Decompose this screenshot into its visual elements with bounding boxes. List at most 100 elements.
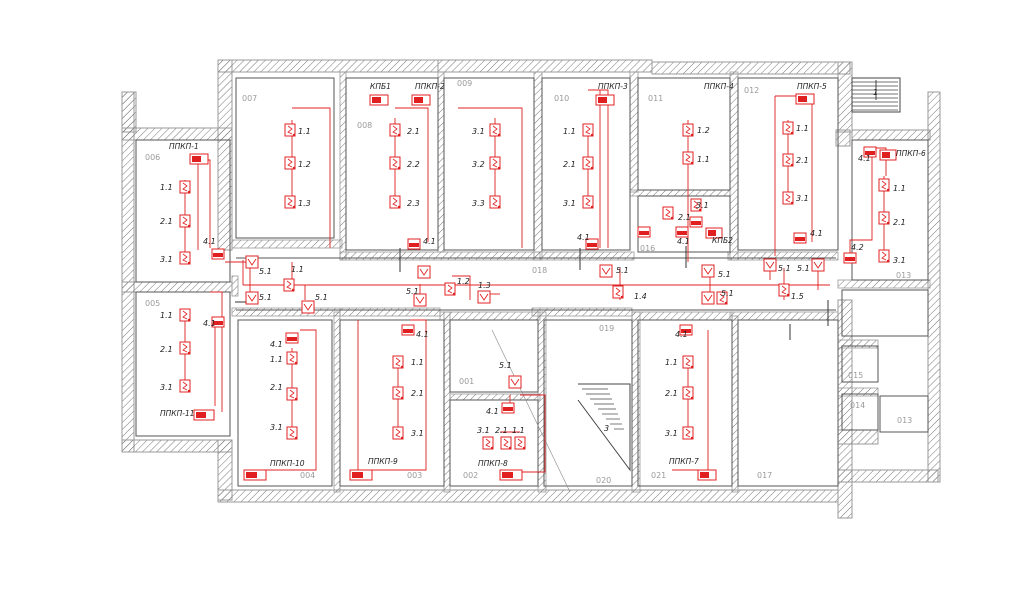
device-label: 3.1 — [411, 429, 424, 438]
sounder-fill — [639, 231, 649, 235]
alarm-wire — [849, 155, 873, 262]
smoke-detector-icon — [612, 285, 624, 299]
room-label: 015 — [848, 371, 863, 380]
room-label: 003 — [407, 471, 422, 480]
control-panel-icon — [595, 94, 615, 106]
detector-dot — [400, 436, 404, 440]
detector-body — [878, 211, 890, 225]
sounder-fill — [795, 237, 805, 241]
manual-call-point-icon — [508, 375, 522, 389]
device-label: 3.1 — [160, 383, 173, 392]
device-label: 2.1 — [665, 389, 678, 398]
device-label: 3.1 — [472, 127, 485, 136]
interior-lines — [135, 71, 931, 493]
detector-body — [662, 206, 674, 220]
room-outline — [443, 77, 535, 251]
device-label: 1.1 — [298, 127, 311, 136]
smoke-detector-icon — [286, 387, 298, 401]
manual-call-point-icon — [701, 291, 715, 305]
alarm-wire — [588, 89, 609, 248]
detector-body — [682, 426, 694, 440]
detector-body — [782, 121, 794, 135]
device-label: 3.3 — [472, 199, 485, 208]
mcp-mark — [703, 267, 713, 275]
partition — [333, 311, 341, 493]
mcp-mark — [765, 261, 775, 269]
device-label: 4.1 — [577, 233, 590, 242]
smoke-detector-icon — [682, 151, 694, 165]
device-label: 5.1 — [315, 293, 328, 302]
room-labels: 007 008 009 010 011 012 006 005 004 003 … — [145, 79, 912, 485]
room-label: 004 — [300, 471, 315, 480]
device-label: 3.1 — [665, 429, 678, 438]
device-label: 1.1 — [796, 124, 809, 133]
smoke-detector-icon — [283, 278, 295, 292]
smoke-detector-icon — [878, 249, 890, 263]
mcp-body — [245, 291, 259, 305]
detector-dot — [187, 190, 191, 194]
smoke-detector-icon — [392, 386, 404, 400]
control-panel-icon — [705, 227, 723, 239]
device-label: 4.1 — [810, 229, 823, 238]
room-outline — [449, 319, 539, 393]
partition — [837, 339, 879, 349]
detector-dot — [397, 133, 401, 137]
sounder-icon — [689, 216, 703, 228]
smoke-detector-icon — [878, 178, 890, 192]
sounder-icon — [211, 248, 225, 260]
room-label: 001 — [459, 377, 474, 386]
control-panels — [189, 93, 897, 481]
control-panel-icon — [193, 409, 215, 421]
room-outline — [449, 399, 539, 487]
room-label: 016 — [640, 244, 655, 253]
mcp-body — [301, 300, 315, 314]
panel-label: ППКП-8 — [478, 459, 508, 468]
panel-fill — [708, 230, 716, 236]
smoke-detector-icon — [389, 123, 401, 137]
room-outline — [737, 77, 839, 251]
room-label: 002 — [463, 471, 478, 480]
detector-zigzag — [685, 388, 691, 398]
control-panel-icon — [369, 94, 389, 106]
partition — [837, 387, 879, 397]
detector-dot — [522, 446, 526, 450]
detector-body — [514, 436, 526, 450]
detector-dot — [187, 351, 191, 355]
detector-zigzag — [665, 208, 671, 218]
device-label: 1.3 — [298, 199, 311, 208]
partition — [437, 71, 445, 253]
detector-zigzag — [492, 158, 498, 168]
smoke-detector-icon — [582, 195, 594, 209]
panel-fill — [700, 472, 709, 478]
room-outline — [345, 77, 439, 251]
detectors — [179, 121, 890, 450]
sounder-icon — [863, 146, 877, 158]
wall-segment — [651, 61, 851, 75]
detector-body — [878, 178, 890, 192]
wall-segment — [835, 129, 851, 147]
smoke-detector-icon — [489, 156, 501, 170]
partition — [231, 275, 239, 297]
detector-dot — [497, 205, 501, 209]
sounder-fill — [677, 231, 687, 235]
room-label: 009 — [457, 79, 472, 88]
room-outline — [841, 289, 929, 337]
panel-label: ППКП-7 — [669, 457, 699, 466]
detector-dot — [294, 436, 298, 440]
alarm-wire — [452, 275, 471, 300]
partition — [837, 279, 931, 289]
wall-segment — [837, 469, 939, 483]
device-label: 4.1 — [858, 154, 871, 163]
panel-label: ППКП-3 — [598, 82, 628, 91]
device-label: 5.1 — [718, 270, 731, 279]
smoke-detector-icon — [682, 386, 694, 400]
sounder-icon — [843, 252, 857, 264]
smoke-detector-icon — [179, 308, 191, 322]
detector-zigzag — [182, 182, 188, 192]
room-outline — [543, 319, 633, 487]
room-label: 008 — [357, 121, 372, 130]
detector-body — [778, 283, 790, 297]
detector-zigzag — [719, 293, 725, 303]
device-label: 2.2 — [407, 160, 420, 169]
